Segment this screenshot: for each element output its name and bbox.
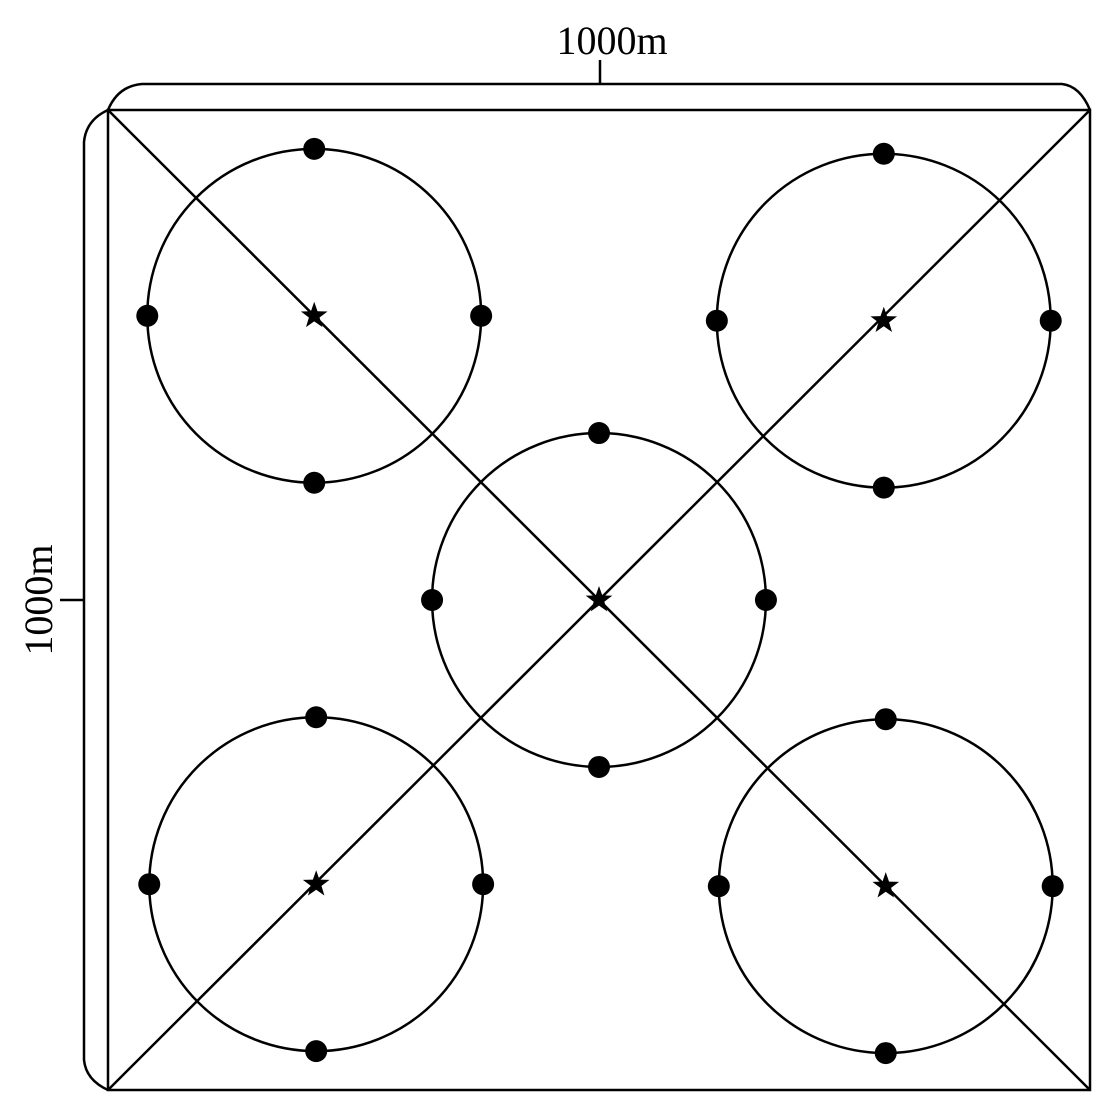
top-dimension-label: 1000m [556,18,667,63]
dot-icon [305,1040,328,1063]
dot-icon [303,471,326,494]
dot-icon [874,1042,897,1065]
star-icon [585,586,613,612]
dot-icon [421,589,444,611]
sampling-circles [136,137,1064,1065]
star-icon [302,870,330,896]
plot-frame [60,60,1092,1092]
dot-icon [472,873,495,896]
left-dimension-label: 1000m [16,544,61,655]
plot-square [106,108,1092,1092]
dot-icon [588,422,610,445]
dot-icon [705,309,728,332]
dot-icon [872,476,895,499]
dot-icon [754,589,777,611]
star-icon [872,872,900,898]
top-dimension-bracket [106,82,1092,111]
dot-icon [470,304,493,327]
dot-icon [874,708,897,731]
dot-icon [303,137,326,160]
dot-icon [305,706,328,729]
dot-icon [707,875,730,898]
dot-icon [588,755,610,778]
star-icon [870,306,898,333]
star-icon [300,301,328,328]
dot-icon [1039,309,1062,332]
dot-icon [872,142,895,165]
left-dimension-bracket [82,108,109,1092]
dot-icon [138,873,161,896]
dot-icon [136,304,159,327]
dot-icon [1041,875,1064,898]
